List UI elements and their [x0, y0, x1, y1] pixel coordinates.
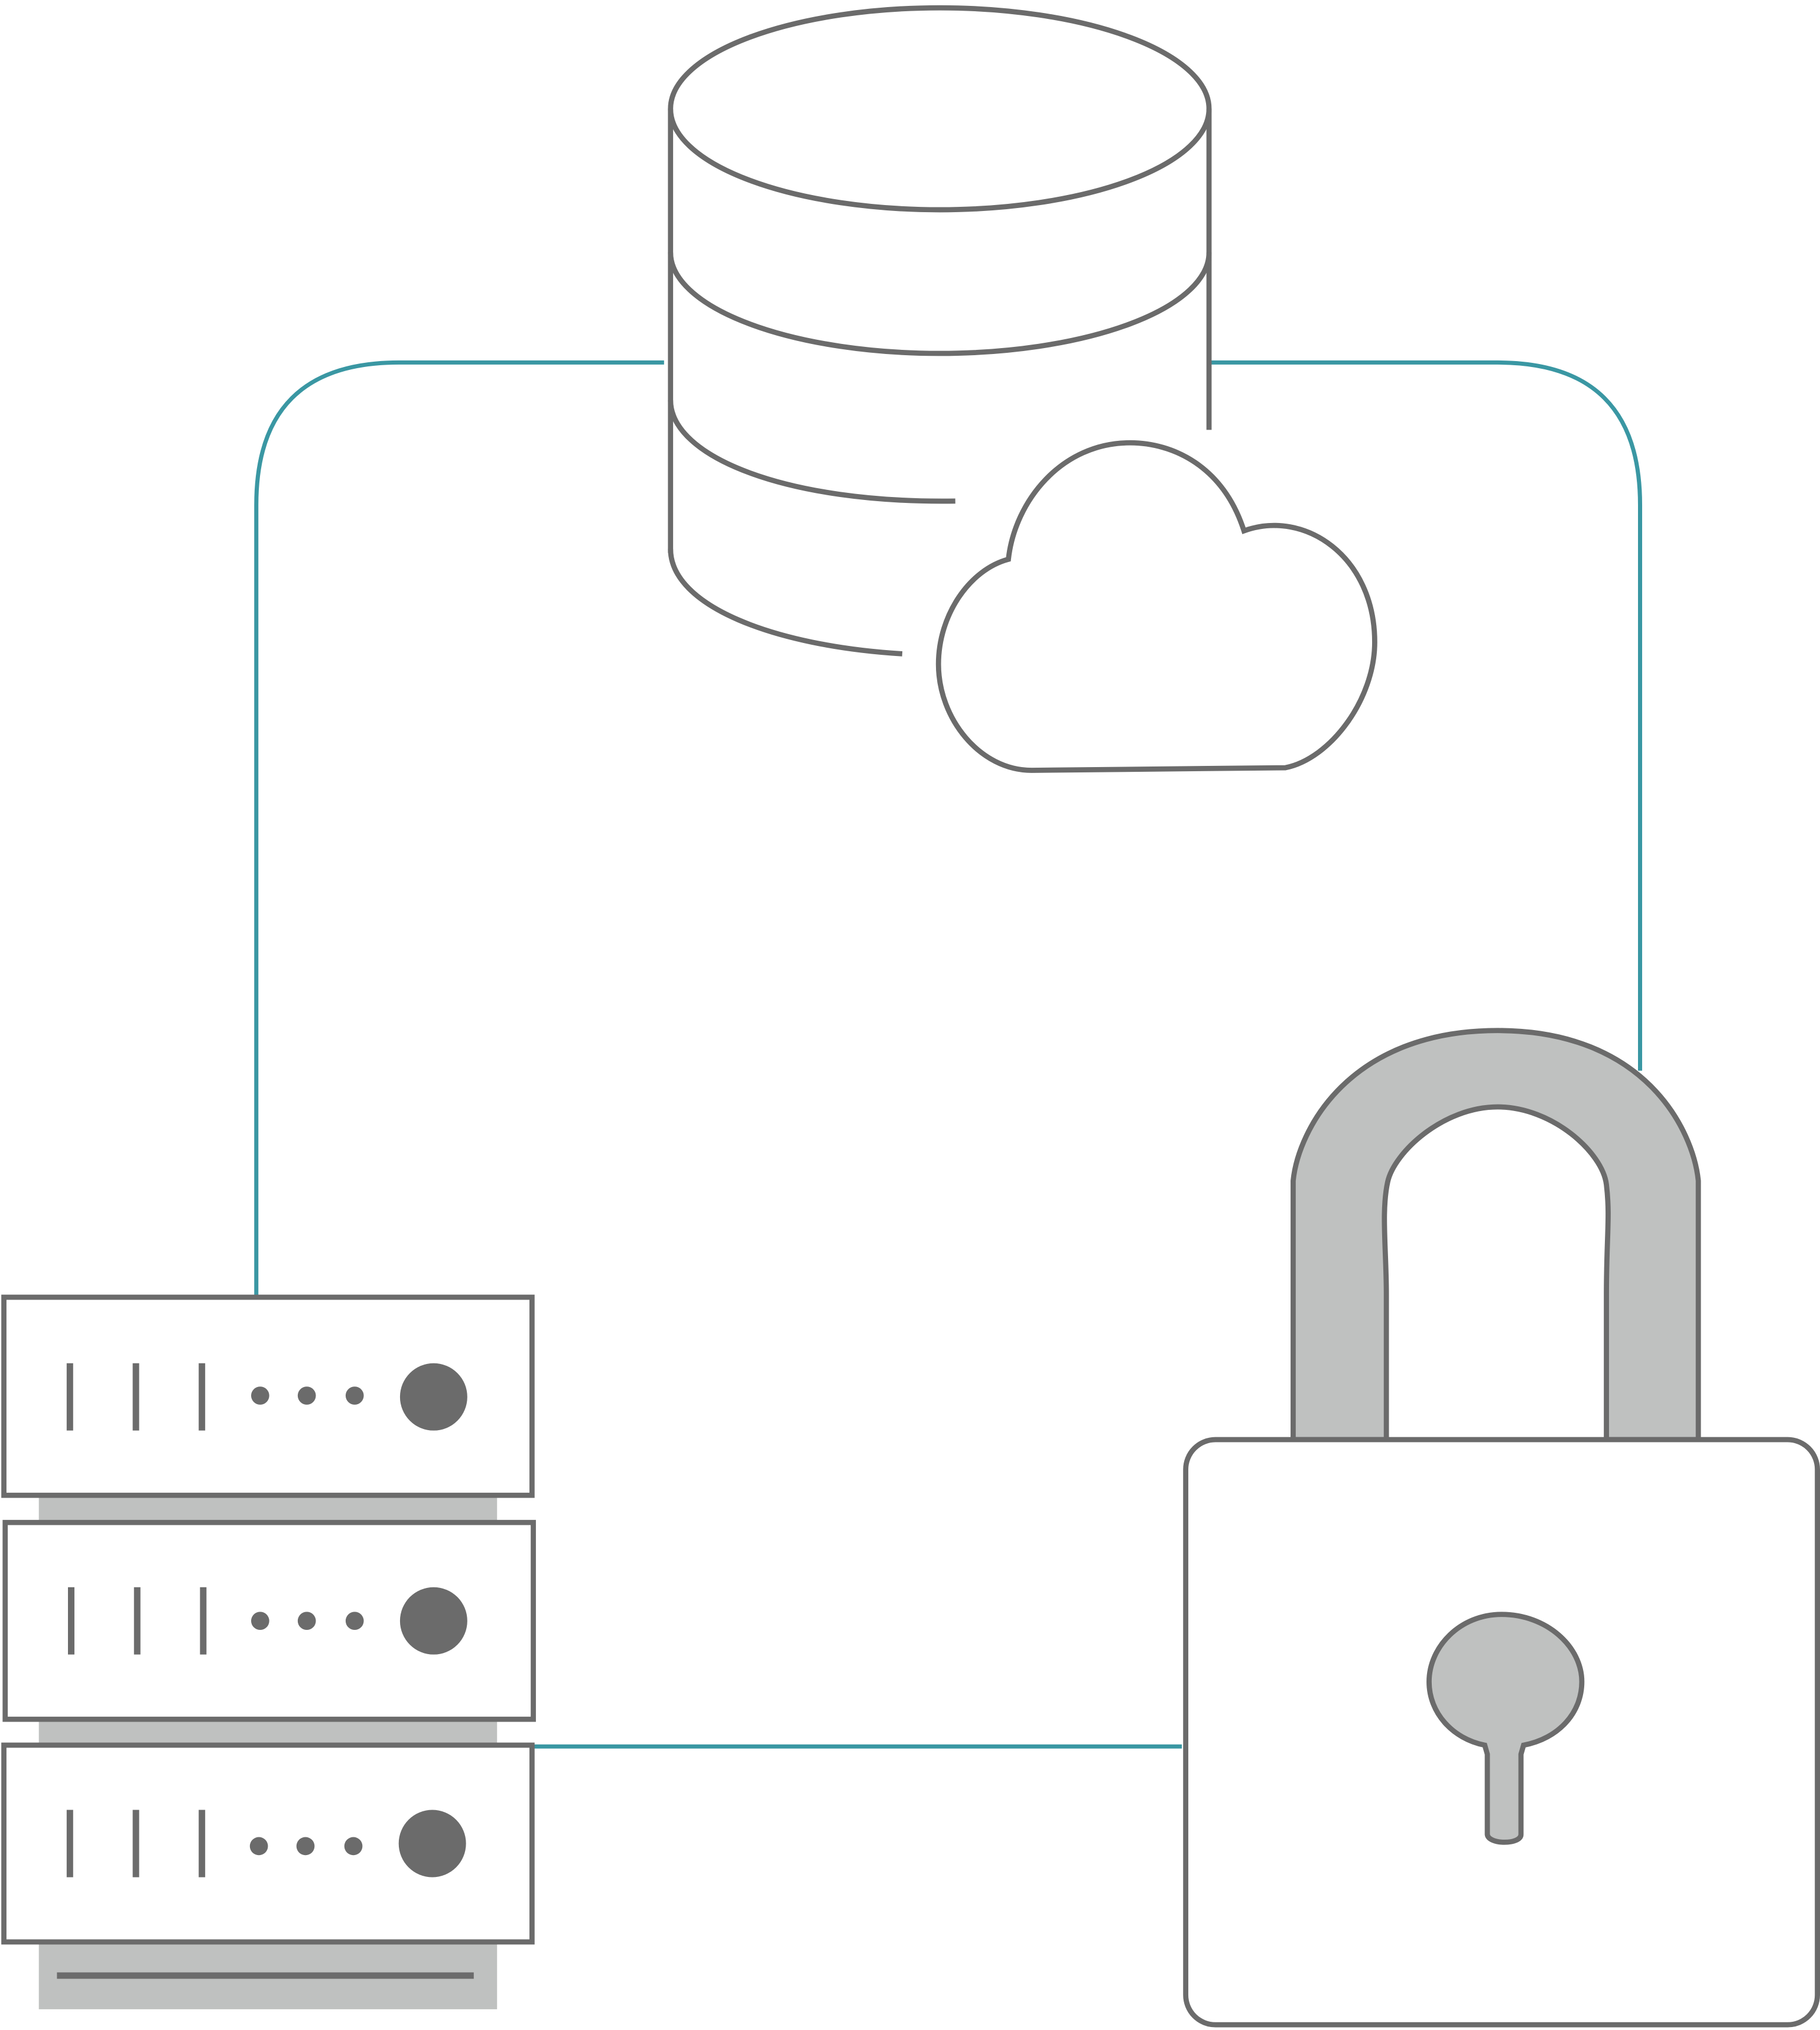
- server-rack-icon: [1, 1294, 536, 2009]
- server-unit: [2, 1519, 536, 1722]
- keyhole-icon: [1426, 1612, 1585, 1845]
- connector-database-to-server: [254, 360, 664, 1298]
- padlock-shackle: [1291, 1028, 1701, 1443]
- database-icon: [668, 5, 1212, 657]
- server-unit: [1, 1294, 535, 1498]
- connectors: [254, 360, 1643, 1749]
- padlock-icon: [1183, 1028, 1820, 2028]
- cloud-icon: [935, 440, 1377, 773]
- connector-database-to-padlock: [1207, 360, 1643, 1071]
- server-unit: [1, 1742, 535, 1945]
